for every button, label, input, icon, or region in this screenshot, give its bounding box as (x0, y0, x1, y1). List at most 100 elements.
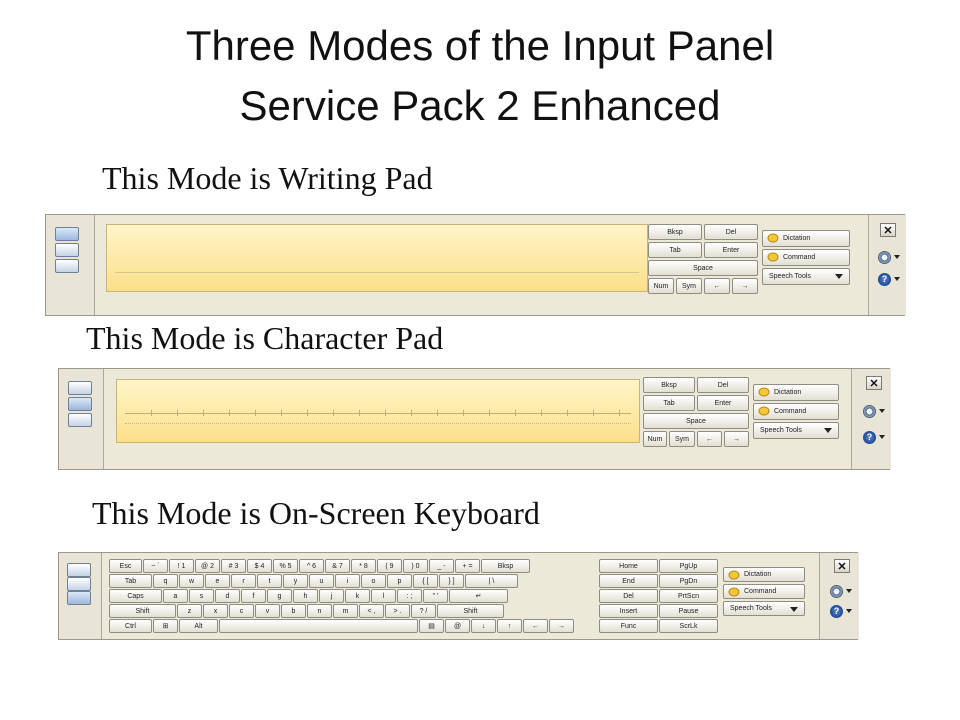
right-arrow-key[interactable]: → (724, 431, 749, 447)
keyboard-key[interactable]: j (319, 589, 344, 603)
keyboard-key[interactable]: y (283, 574, 308, 588)
keyboard-key[interactable]: n (307, 604, 332, 618)
sym-key[interactable]: Sym (669, 431, 695, 447)
keyboard-key[interactable]: l (371, 589, 396, 603)
dictation-button[interactable]: Dictation (723, 567, 805, 582)
keyboard-key[interactable]: m (333, 604, 358, 618)
keyboard-key[interactable]: x (203, 604, 228, 618)
keyboard-key[interactable]: Caps (109, 589, 162, 603)
keyboard-nav-key[interactable]: PgDn (659, 574, 718, 588)
keyboard-key[interactable]: ^ 6 (299, 559, 324, 573)
keyboard-key[interactable]: i (335, 574, 360, 588)
keyboard-key[interactable]: q (153, 574, 178, 588)
keyboard-key[interactable]: Shift (109, 604, 176, 618)
keyboard-key[interactable]: r (231, 574, 256, 588)
del-key[interactable]: Del (704, 224, 758, 240)
keyboard-key[interactable]: b (281, 604, 306, 618)
keyboard-nav-key[interactable]: ScrLk (659, 619, 718, 633)
help-button[interactable]: ? (878, 271, 902, 287)
character-pad-mode-button[interactable] (67, 577, 91, 591)
keyboard-key[interactable]: Ctrl (109, 619, 152, 633)
keyboard-nav-key[interactable]: Insert (599, 604, 658, 618)
close-button[interactable]: ✕ (834, 559, 850, 573)
sym-key[interactable]: Sym (676, 278, 702, 294)
keyboard-key[interactable]: f (241, 589, 266, 603)
writing-pad-mode-button[interactable] (55, 227, 79, 241)
keyboard-key[interactable]: d (215, 589, 240, 603)
character-writing-area[interactable] (116, 379, 640, 443)
keyboard-key[interactable]: > . (385, 604, 410, 618)
character-pad-mode-button[interactable] (55, 243, 79, 257)
keyboard-key[interactable]: $ 4 (247, 559, 272, 573)
keyboard-key[interactable]: # 3 (221, 559, 246, 573)
keyboard-mode-button[interactable] (68, 413, 92, 427)
keyboard-key[interactable]: % 5 (273, 559, 298, 573)
keyboard-key[interactable]: ↵ (449, 589, 508, 603)
keyboard-key[interactable]: ! 1 (169, 559, 194, 573)
space-key[interactable]: Space (648, 260, 758, 276)
help-button[interactable]: ? (830, 603, 854, 619)
keyboard-key[interactable]: → (549, 619, 574, 633)
writing-pad-mode-button[interactable] (68, 381, 92, 395)
keyboard-key[interactable]: p (387, 574, 412, 588)
keyboard-key[interactable]: @ (445, 619, 470, 633)
dictation-button[interactable]: Dictation (753, 384, 839, 401)
num-key[interactable]: Num (648, 278, 674, 294)
keyboard-key[interactable]: h (293, 589, 318, 603)
speech-tools-dropdown[interactable]: Speech Tools (762, 268, 850, 285)
keyboard-key[interactable]: * 8 (351, 559, 376, 573)
keyboard-key[interactable]: g (267, 589, 292, 603)
keyboard-key[interactable]: : ; (397, 589, 422, 603)
right-arrow-key[interactable]: → (732, 278, 758, 294)
keyboard-key[interactable]: ( 9 (377, 559, 402, 573)
keyboard-key[interactable]: u (309, 574, 334, 588)
keyboard-key[interactable]: @ 2 (195, 559, 220, 573)
speech-tools-dropdown[interactable]: Speech Tools (753, 422, 839, 439)
keyboard-key[interactable]: w (179, 574, 204, 588)
keyboard-key[interactable]: + = (455, 559, 480, 573)
keyboard-key[interactable]: ↓ (471, 619, 496, 633)
keyboard-key[interactable]: k (345, 589, 370, 603)
command-button[interactable]: Command (762, 249, 850, 266)
keyboard-key[interactable]: } ] (439, 574, 464, 588)
keyboard-key[interactable]: ↑ (497, 619, 522, 633)
keyboard-key[interactable]: ▤ (419, 619, 444, 633)
keyboard-key[interactable]: c (229, 604, 254, 618)
tools-button[interactable] (863, 403, 887, 419)
keyboard-key[interactable]: o (361, 574, 386, 588)
keyboard-key[interactable]: v (255, 604, 280, 618)
keyboard-nav-key[interactable]: PrtScn (659, 589, 718, 603)
keyboard-key[interactable]: ~ ` (143, 559, 168, 573)
tools-button[interactable] (878, 249, 902, 265)
keyboard-key[interactable]: & 7 (325, 559, 350, 573)
num-key[interactable]: Num (643, 431, 667, 447)
keyboard-nav-key[interactable]: Pause (659, 604, 718, 618)
help-button[interactable]: ? (863, 429, 887, 445)
keyboard-key[interactable] (219, 619, 418, 633)
bksp-key[interactable]: Bksp (643, 377, 695, 393)
close-button[interactable]: ✕ (866, 376, 882, 390)
keyboard-key[interactable]: Esc (109, 559, 142, 573)
keyboard-key[interactable]: _ - (429, 559, 454, 573)
keyboard-key[interactable]: a (163, 589, 188, 603)
keyboard-mode-button[interactable] (55, 259, 79, 273)
keyboard-key[interactable]: z (177, 604, 202, 618)
command-button[interactable]: Command (723, 584, 805, 599)
keyboard-key[interactable]: ? / (411, 604, 436, 618)
keyboard-key[interactable]: Alt (179, 619, 218, 633)
writing-pad-mode-button[interactable] (67, 563, 91, 577)
speech-tools-dropdown[interactable]: Speech Tools (723, 601, 805, 616)
keyboard-key[interactable]: " ' (423, 589, 448, 603)
character-pad-mode-button[interactable] (68, 397, 92, 411)
space-key[interactable]: Space (643, 413, 749, 429)
keyboard-nav-key[interactable]: PgUp (659, 559, 718, 573)
del-key[interactable]: Del (697, 377, 749, 393)
keyboard-nav-key[interactable]: Home (599, 559, 658, 573)
command-button[interactable]: Command (753, 403, 839, 420)
bksp-key[interactable]: Bksp (648, 224, 702, 240)
tab-key[interactable]: Tab (643, 395, 695, 411)
keyboard-nav-key[interactable]: Del (599, 589, 658, 603)
tab-key[interactable]: Tab (648, 242, 702, 258)
writing-area[interactable] (106, 224, 648, 292)
keyboard-key[interactable]: { [ (413, 574, 438, 588)
